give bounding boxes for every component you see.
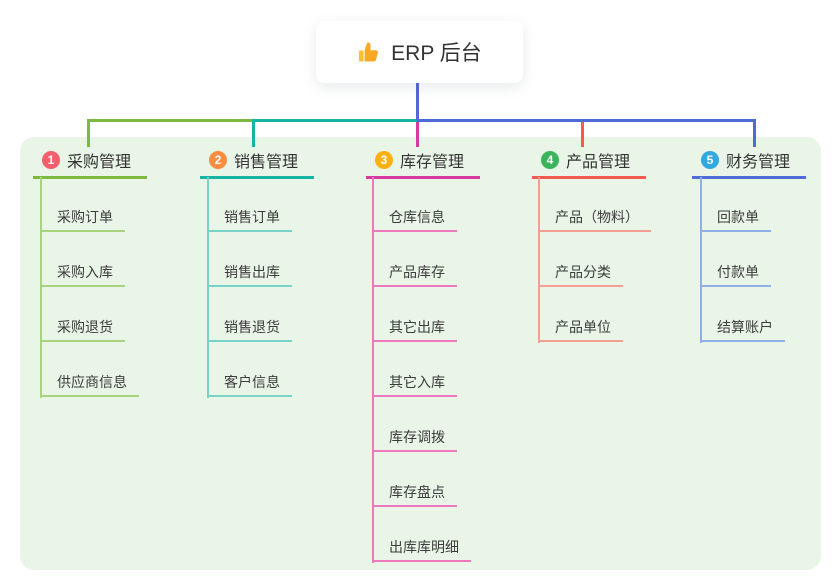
leaf-node[interactable]: 回款单 (717, 209, 759, 225)
thumbs-up-icon (357, 40, 381, 64)
leaf-underline (40, 395, 139, 397)
leaf-underline (207, 285, 292, 287)
branch-title-product[interactable]: 4 产品管理 (541, 149, 630, 171)
leaf-underline (372, 340, 457, 342)
branch-underline (532, 176, 646, 179)
connector-bus-teal (252, 119, 419, 122)
root-label: ERP 后台 (391, 42, 482, 65)
leaf-underline (40, 340, 125, 342)
branch-number-badge: 4 (541, 151, 559, 169)
leaf-underline (538, 340, 623, 342)
branch-number-badge: 3 (375, 151, 393, 169)
connector-drop-product (581, 119, 584, 147)
connector-drop-purchase (87, 119, 90, 147)
branch-label: 采购管理 (67, 154, 132, 171)
branch-number-badge: 1 (42, 151, 60, 169)
leaf-node[interactable]: 库存调拨 (389, 429, 445, 445)
branch-underline (692, 176, 806, 179)
branch-underline (200, 176, 314, 179)
connector-bus-blue (417, 119, 756, 122)
leaf-underline (372, 505, 457, 507)
branch-title-purchase[interactable]: 1 采购管理 (42, 149, 131, 171)
branch-title-finance[interactable]: 5 财务管理 (701, 149, 790, 171)
leaf-node[interactable]: 产品库存 (389, 264, 445, 280)
leaf-node[interactable]: 供应商信息 (57, 374, 127, 390)
branches-panel (20, 137, 821, 570)
children-vline (207, 177, 209, 398)
leaf-underline (40, 285, 125, 287)
leaf-node[interactable]: 采购入库 (57, 264, 113, 280)
leaf-underline (372, 230, 457, 232)
branch-label: 产品管理 (566, 154, 631, 171)
leaf-underline (372, 560, 471, 562)
branch-underline (33, 176, 147, 179)
leaf-node[interactable]: 产品单位 (555, 319, 611, 335)
leaf-underline (207, 230, 292, 232)
leaf-node[interactable]: 出库库明细 (389, 539, 459, 555)
leaf-node[interactable]: 采购订单 (57, 209, 113, 225)
leaf-node[interactable]: 产品（物料） (555, 209, 639, 225)
children-vline (538, 177, 540, 343)
connector-drop-finance (753, 119, 756, 147)
connector-root-drop (416, 83, 419, 120)
leaf-node[interactable]: 库存盘点 (389, 484, 445, 500)
leaf-underline (207, 395, 292, 397)
leaf-node[interactable]: 产品分类 (555, 264, 611, 280)
leaf-node[interactable]: 销售退货 (224, 319, 280, 335)
branch-number-badge: 2 (209, 151, 227, 169)
branch-label: 销售管理 (234, 154, 299, 171)
branch-underline (366, 176, 480, 179)
leaf-underline (700, 285, 771, 287)
root-node[interactable]: ERP 后台 (316, 21, 523, 83)
leaf-underline (538, 230, 651, 232)
leaf-node[interactable]: 客户信息 (224, 374, 280, 390)
leaf-node[interactable]: 其它出库 (389, 319, 445, 335)
leaf-node[interactable]: 付款单 (717, 264, 759, 280)
leaf-underline (700, 230, 771, 232)
connector-drop-inventory (416, 119, 419, 147)
leaf-node[interactable]: 其它入库 (389, 374, 445, 390)
branch-label: 库存管理 (400, 154, 465, 171)
children-vline (700, 177, 702, 343)
leaf-underline (538, 285, 623, 287)
leaf-underline (40, 230, 125, 232)
branch-title-inventory[interactable]: 3 库存管理 (375, 149, 464, 171)
children-vline (40, 177, 42, 398)
branch-number-badge: 5 (701, 151, 719, 169)
branch-title-sales[interactable]: 2 销售管理 (209, 149, 298, 171)
leaf-node[interactable]: 结算账户 (717, 319, 773, 335)
leaf-node[interactable]: 销售出库 (224, 264, 280, 280)
leaf-node[interactable]: 采购退货 (57, 319, 113, 335)
children-vline (372, 177, 374, 563)
connector-drop-sales (252, 119, 255, 147)
leaf-underline (372, 450, 457, 452)
leaf-underline (207, 340, 292, 342)
leaf-node[interactable]: 销售订单 (224, 209, 280, 225)
leaf-underline (700, 340, 785, 342)
leaf-underline (372, 395, 457, 397)
branch-label: 财务管理 (726, 154, 791, 171)
leaf-underline (372, 285, 457, 287)
leaf-node[interactable]: 仓库信息 (389, 209, 445, 225)
